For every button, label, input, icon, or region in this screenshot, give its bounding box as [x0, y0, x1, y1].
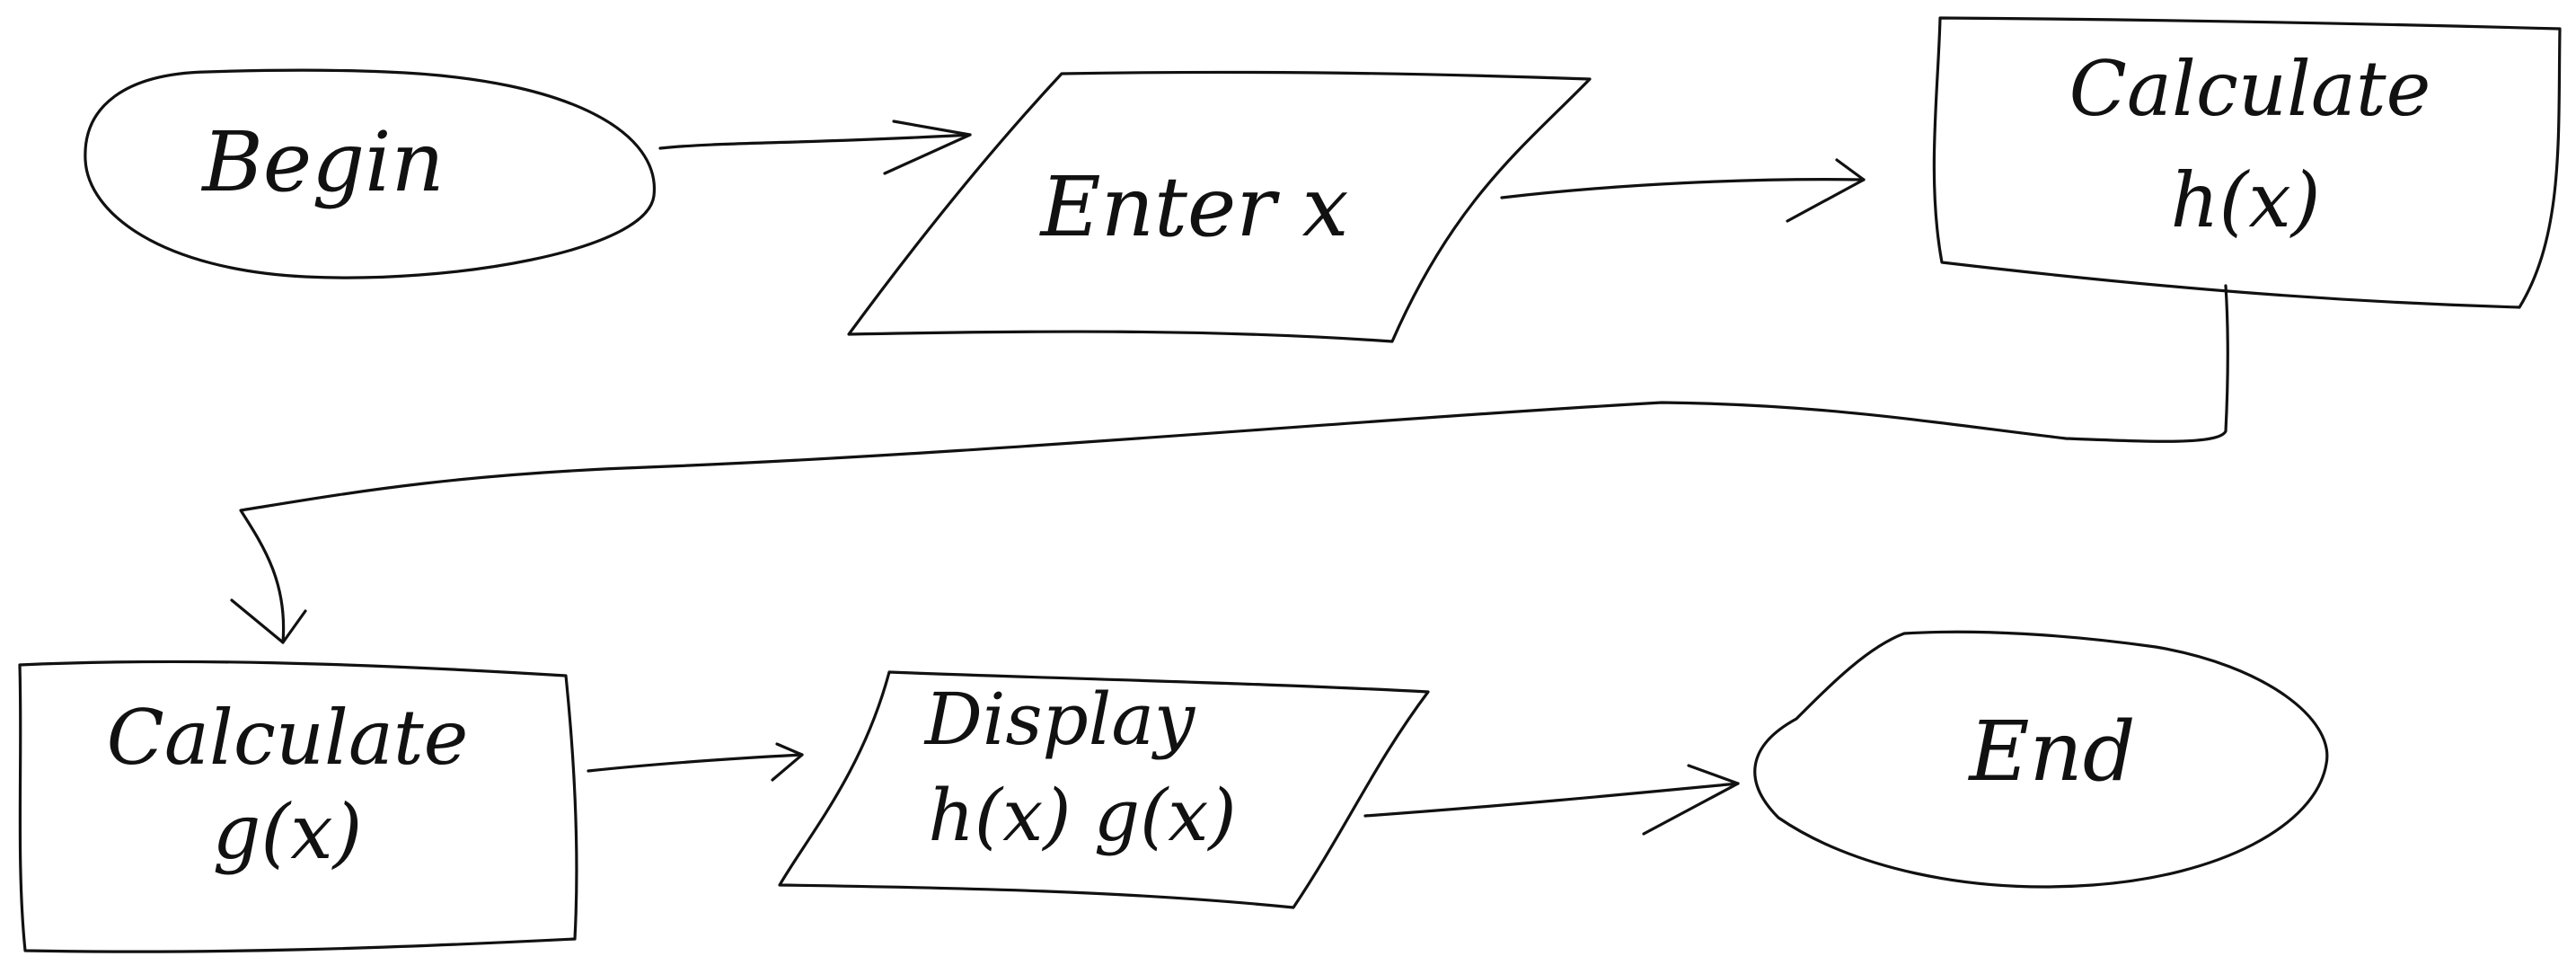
node-begin: Begin — [84, 68, 657, 279]
node-begin-label: Begin — [200, 114, 445, 210]
edge-calch-calcg-line — [239, 284, 2229, 644]
node-display-label-line1: Display — [923, 677, 1196, 761]
node-enter-label: Enter x — [1039, 159, 1349, 255]
node-calc-g-shape — [18, 660, 578, 953]
node-calc-h-label-line1: Calculate — [2069, 45, 2431, 133]
node-calc-g: Calculate g(x) — [18, 660, 578, 953]
node-calc-g-label-line2: g(x) — [213, 788, 363, 876]
node-calc-h-shape — [1932, 16, 2562, 309]
edge-calcg-display-arrowhead — [771, 742, 804, 782]
edge-calch-calcg — [230, 284, 2229, 644]
edge-enter-calch — [1500, 158, 1866, 223]
node-calc-g-label-line1: Calculate — [107, 694, 469, 782]
edge-display-end — [1363, 764, 1740, 836]
node-enter: Enter x — [847, 70, 1592, 343]
edge-begin-enter-line — [658, 133, 972, 150]
node-display-shape — [778, 670, 1430, 909]
node-end: End — [1753, 630, 2329, 889]
node-end-shape — [1753, 630, 2329, 889]
edge-begin-enter — [658, 120, 972, 175]
node-begin-shape — [84, 68, 657, 279]
edge-calcg-display — [587, 742, 804, 782]
edge-begin-enter-arrowhead — [883, 120, 972, 175]
edge-enter-calch-line — [1500, 178, 1866, 199]
node-calc-h-label-line2: h(x) — [2170, 156, 2320, 244]
node-calc-h: Calculate h(x) — [1932, 16, 2562, 309]
node-enter-shape — [847, 70, 1592, 343]
edge-calcg-display-line — [587, 753, 804, 773]
edge-display-end-arrowhead — [1642, 764, 1740, 836]
edge-calch-calcg-arrowhead — [230, 598, 307, 644]
node-end-label: End — [1967, 704, 2135, 800]
edge-enter-calch-arrowhead — [1786, 158, 1866, 223]
node-display: Display h(x) g(x) — [778, 670, 1430, 909]
node-display-label-line2: h(x) g(x) — [928, 774, 1236, 857]
edge-display-end-line — [1363, 782, 1740, 818]
